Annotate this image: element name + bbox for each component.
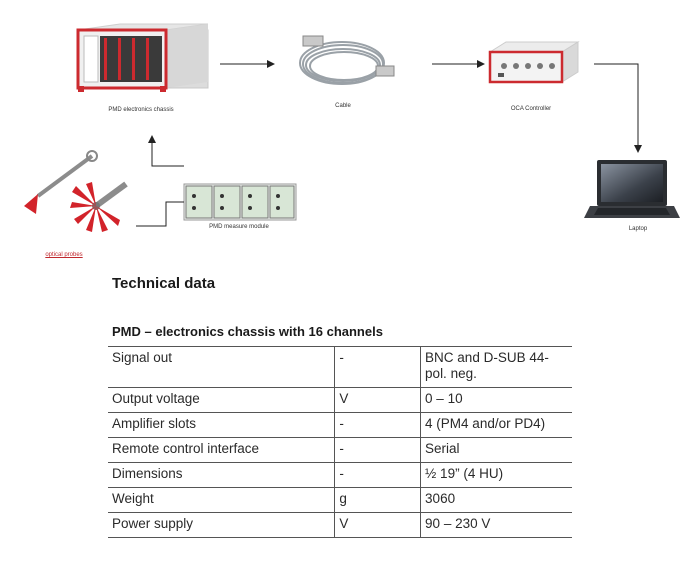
technical-data-table: Signal out - BNC and D-SUB 44-pol. neg. … (108, 346, 572, 538)
table-row: Remote control interface - Serial (108, 437, 572, 463)
caption-laptop: Laptop (628, 226, 648, 232)
row-value: BNC and D-SUB 44-pol. neg. (420, 346, 572, 388)
row-unit: - (334, 437, 421, 463)
diagram-graphics (24, 23, 680, 232)
row-name: Remote control interface (108, 437, 335, 463)
caption-optical-probes: optical probes (45, 252, 83, 258)
table-row: Weight g 3060 (108, 487, 572, 513)
table-title: PMD – electronics chassis with 16 channe… (112, 324, 383, 339)
row-name: Weight (108, 487, 335, 513)
cable-image (299, 35, 395, 85)
optical-probes-image (24, 150, 128, 232)
laptop-image (584, 160, 680, 218)
table-row: Output voltage V 0 – 10 (108, 387, 572, 413)
technical-data-heading: Technical data (112, 275, 216, 292)
row-value: 0 – 10 (420, 387, 572, 413)
arrow-module-to-chassis (148, 135, 184, 167)
line-probes-to-module (136, 201, 184, 227)
caption-controller: OCA Controller (510, 106, 552, 112)
row-unit: - (334, 412, 421, 438)
row-value: 3060 (420, 487, 572, 513)
row-value: 90 – 230 V (420, 512, 572, 538)
row-name: Output voltage (108, 387, 335, 413)
row-name: Power supply (108, 512, 335, 538)
chassis-image (76, 23, 209, 92)
row-unit: V (334, 512, 421, 538)
system-diagram: PMD electronics chassis Cable OCA Contro… (0, 0, 700, 270)
row-unit: V (334, 387, 421, 413)
controller-image (488, 41, 580, 84)
row-unit: g (334, 487, 421, 513)
caption-measure-module: PMD measure module (209, 224, 269, 230)
table-row: Power supply V 90 – 230 V (108, 512, 572, 538)
table-row: Dimensions - ½ 19” (4 HU) (108, 462, 572, 488)
row-value: ½ 19” (4 HU) (420, 462, 572, 488)
table-row: Amplifier slots - 4 (PM4 and/or PD4) (108, 412, 572, 438)
table-row: Signal out - BNC and D-SUB 44-pol. neg. (108, 346, 572, 388)
caption-cable: Cable (335, 103, 351, 109)
row-value: 4 (PM4 and/or PD4) (420, 412, 572, 438)
row-name: Amplifier slots (108, 412, 335, 438)
row-name: Dimensions (108, 462, 335, 488)
measure-module-image (183, 183, 297, 221)
row-value: Serial (420, 437, 572, 463)
caption-chassis: PMD electronics chassis (108, 107, 174, 113)
arrow-controller-to-laptop (594, 63, 642, 153)
row-name: Signal out (108, 346, 335, 388)
row-unit: - (334, 462, 421, 488)
row-unit: - (334, 346, 421, 388)
